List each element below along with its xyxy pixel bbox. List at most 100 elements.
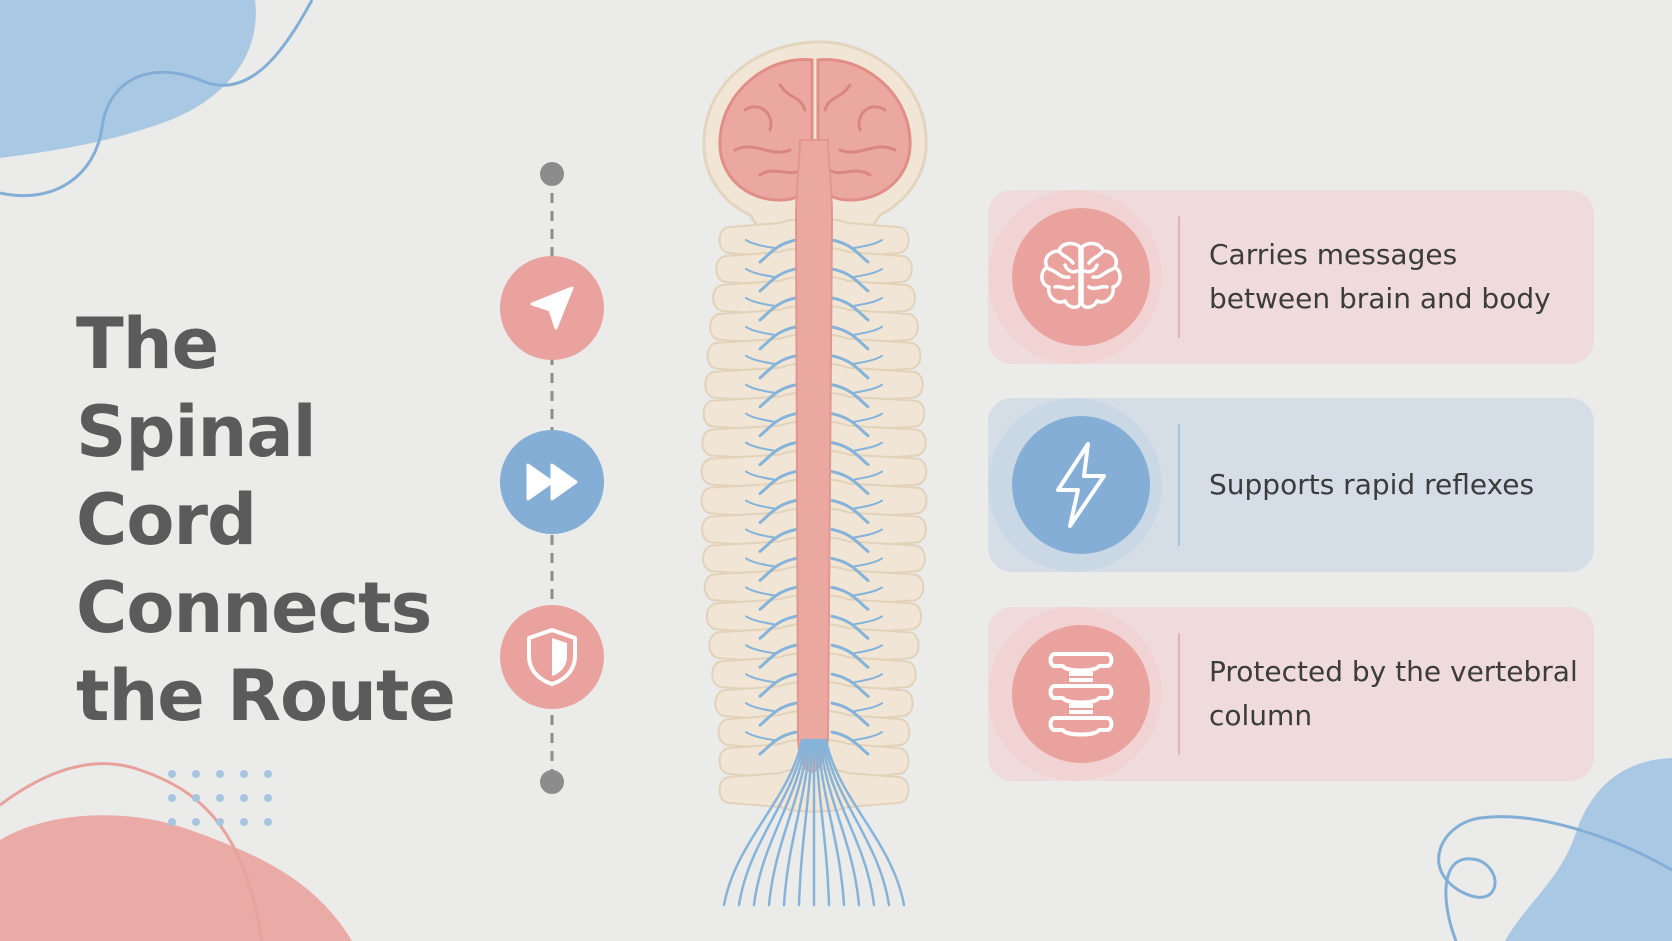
- nerve-branch: [745, 470, 775, 481]
- cauda-fiber: [820, 738, 876, 907]
- nerve-branch: [853, 557, 883, 568]
- lightning-icon: [1056, 442, 1106, 528]
- blue-curve-bottom-right: [1437, 815, 1672, 941]
- nerve-branch: [853, 239, 883, 249]
- nerve-branch: [853, 296, 883, 307]
- nerve-branch: [830, 585, 870, 611]
- nerve-branch: [745, 615, 775, 626]
- nerve-branch: [853, 586, 883, 597]
- nerve-branch: [758, 441, 798, 467]
- nerve-branch: [745, 441, 775, 452]
- nerve-branch: [758, 383, 798, 409]
- info-card-messages: Carries messages between brain and body: [988, 190, 1594, 364]
- card-separator: [1178, 633, 1180, 755]
- card-separator: [1178, 216, 1180, 338]
- timeline-step-fast-forward: [500, 430, 604, 534]
- cauda-fiber: [722, 738, 804, 907]
- nerve-branch: [745, 586, 775, 597]
- nerve-branch: [830, 614, 870, 640]
- nerve-branch: [853, 499, 883, 510]
- nerve-branch: [853, 644, 883, 655]
- nerve-branch: [853, 354, 883, 365]
- nerve-branch: [853, 470, 883, 481]
- cauda-fiber: [782, 738, 812, 907]
- navigation-arrow-icon: [530, 286, 574, 330]
- nerve-branch: [758, 499, 798, 525]
- nerve-branch: [830, 238, 870, 264]
- nerve-branch: [758, 267, 798, 293]
- nerve-branch: [758, 730, 798, 756]
- cauda-fiber: [816, 738, 846, 907]
- nerve-branch: [758, 470, 798, 496]
- nerve-branch: [758, 614, 798, 640]
- nerve-branch: [758, 527, 798, 553]
- nerve-branch: [745, 325, 775, 336]
- cauda-fiber: [797, 738, 814, 907]
- fast-forward-icon: [526, 463, 578, 501]
- nerve-branch: [830, 325, 870, 351]
- nerve-branch: [758, 556, 798, 582]
- nerve-branch: [853, 441, 883, 452]
- nerve-branch: [853, 325, 883, 336]
- card-text: Supports rapid reflexes: [1209, 468, 1535, 501]
- pink-curve-bottom-left: [0, 762, 264, 941]
- nerve-branch: [830, 527, 870, 553]
- nerve-branch: [745, 673, 775, 684]
- card-separator: [1178, 424, 1180, 546]
- cauda-fiber: [824, 738, 906, 907]
- nerve-branch: [853, 528, 883, 539]
- nerve-branch: [830, 499, 870, 525]
- nerve-branch: [830, 470, 870, 496]
- nerve-branch: [745, 354, 775, 365]
- cauda-fiber: [737, 738, 806, 907]
- brain-icon: [1040, 241, 1122, 309]
- dot-grid: [168, 770, 272, 826]
- blue-blob-bottom-right: [1505, 758, 1672, 941]
- nerve-branch: [830, 296, 870, 322]
- card-text: Protected by the vertebral column: [1209, 655, 1578, 732]
- nerve-branch: [745, 528, 775, 539]
- nerve-branch: [830, 730, 870, 756]
- nerve-branch: [758, 354, 798, 380]
- nerve-branches: [745, 238, 883, 756]
- nerve-branch: [758, 643, 798, 669]
- timeline-dot-top: [540, 162, 564, 186]
- nerve-branch: [745, 296, 775, 307]
- cauda-fiber: [818, 738, 861, 907]
- pink-blob-bottom-left: [0, 815, 352, 941]
- timeline-step-shield: [500, 605, 604, 709]
- nerve-branch: [853, 412, 883, 423]
- nerve-branch: [758, 412, 798, 438]
- cauda-fiber: [814, 738, 831, 907]
- spinal-cord: [794, 139, 834, 773]
- timeline-dot-bottom: [540, 770, 564, 794]
- blue-curve-top-left: [0, 0, 314, 198]
- cauda-equina: [722, 738, 906, 907]
- info-card-reflexes: Supports rapid reflexes: [988, 398, 1594, 572]
- icon-circle: [1012, 625, 1150, 763]
- nerve-branch: [745, 412, 775, 423]
- nerve-branch: [830, 383, 870, 409]
- nerve-branch: [830, 267, 870, 293]
- nerve-branch: [758, 701, 798, 727]
- nerve-branch: [853, 673, 883, 684]
- timeline-step-navigation: [500, 256, 604, 360]
- page-title: The Spinal Cord Connects the Route: [76, 303, 456, 737]
- nerve-branch: [853, 383, 883, 394]
- nerve-branch: [830, 441, 870, 467]
- nerve-branch: [758, 296, 798, 322]
- vertebrae-icon: [1048, 652, 1114, 737]
- nerve-branch: [745, 731, 775, 742]
- nerve-branch: [853, 702, 883, 713]
- nerve-branch: [745, 499, 775, 510]
- nerve-branch: [745, 644, 775, 655]
- cauda-fiber: [767, 738, 810, 907]
- nerve-branch: [758, 238, 798, 264]
- nerve-branch: [853, 267, 883, 278]
- nerve-branch: [745, 267, 775, 278]
- card-text: Carries messages between brain and body: [1209, 238, 1551, 315]
- nerve-branch: [830, 412, 870, 438]
- nerve-branch: [853, 615, 883, 626]
